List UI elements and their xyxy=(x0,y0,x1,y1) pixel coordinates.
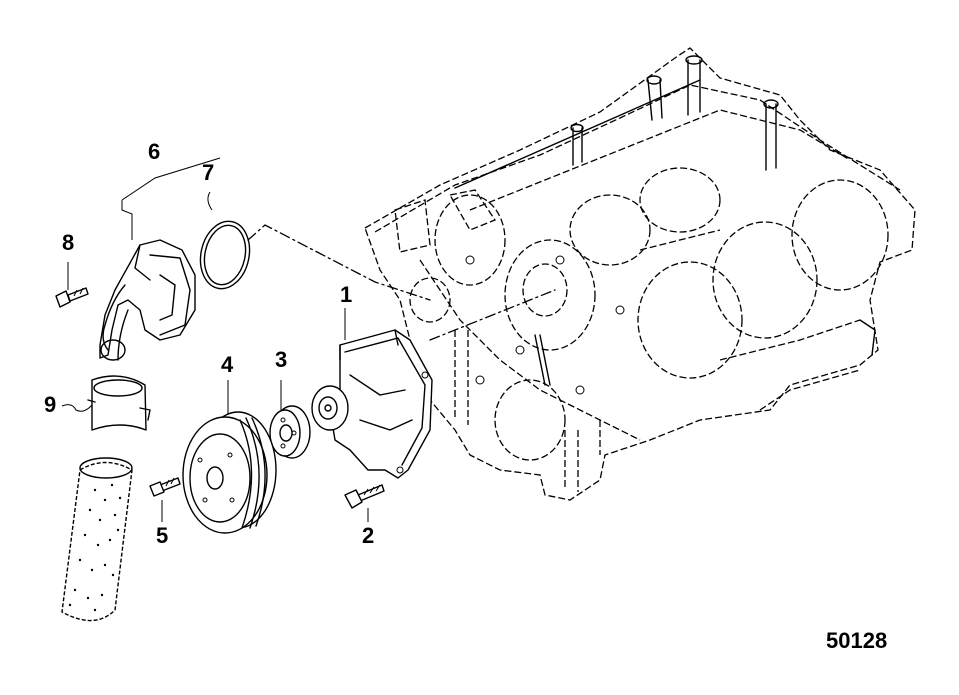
callout-4: 4 xyxy=(221,352,234,377)
pump-hub xyxy=(269,405,311,459)
callout-3: 3 xyxy=(275,347,287,372)
housing-bolt xyxy=(344,484,385,509)
water-pump-housing xyxy=(311,329,433,479)
thermostat-housing xyxy=(99,239,196,361)
callout-7: 7 xyxy=(202,160,214,185)
callout-5: 5 xyxy=(156,523,168,548)
leader-lines xyxy=(61,157,556,522)
coolant-hose xyxy=(61,457,133,622)
figure-number: 50128 xyxy=(826,628,887,653)
pump-pulley xyxy=(182,411,277,534)
callouts: 1 2 3 4 5 6 7 8 9 xyxy=(44,139,374,548)
callout-2: 2 xyxy=(362,523,374,548)
callout-1: 1 xyxy=(340,282,352,307)
thermostat-bolt xyxy=(55,287,89,308)
hose-clamp xyxy=(87,375,151,431)
engine-block xyxy=(364,47,916,501)
callout-8: 8 xyxy=(62,230,74,255)
thermostat-gasket xyxy=(199,220,251,290)
callout-9: 9 xyxy=(44,392,56,417)
pulley-bolt xyxy=(149,477,181,497)
callout-6: 6 xyxy=(148,139,160,164)
